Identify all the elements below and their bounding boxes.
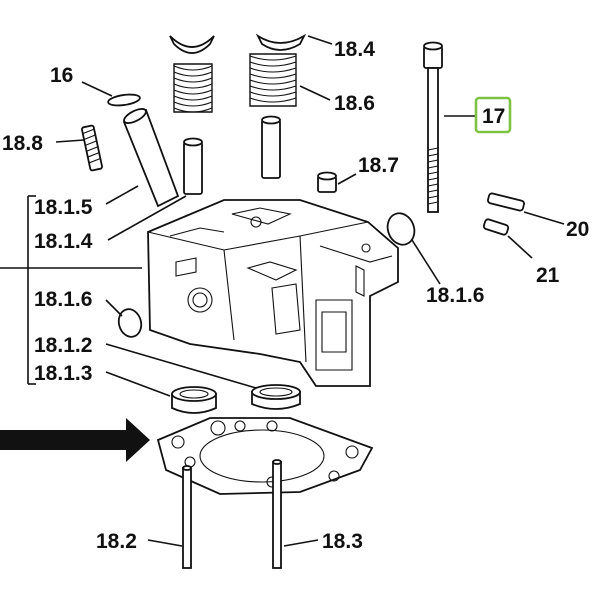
label-18-1-2: 18.1.2 (34, 334, 92, 357)
label-18-2: 18.2 (96, 530, 137, 553)
stud-21 (482, 218, 510, 236)
label-18-3: 18.3 (322, 530, 363, 553)
cylinder-head (147, 199, 399, 387)
stud-18-8 (81, 124, 103, 172)
label-20: 20 (566, 218, 589, 241)
part-labels: 16 18.8 18.1.5 18.1.4 18.1.6 18.1.2 18.1… (2, 38, 589, 553)
valve-seat-18-1-3 (171, 386, 217, 414)
pin-18-2 (182, 465, 192, 569)
sleeve-tube (122, 108, 180, 208)
valve-cap-left (169, 35, 215, 54)
highlight-box-17 (474, 96, 512, 134)
pin-18-3 (272, 459, 282, 569)
label-16: 16 (50, 64, 73, 87)
head-bolt-17 (423, 41, 443, 213)
valve-spring-left (173, 63, 213, 113)
o-ring-16 (107, 93, 141, 107)
label-17: 17 (482, 105, 505, 128)
valve-cap-right (255, 33, 307, 51)
label-18-1-3: 18.1.3 (34, 362, 92, 385)
label-18-1-5: 18.1.5 (34, 196, 93, 219)
label-18-1-6-left: 18.1.6 (34, 288, 92, 311)
label-18-6: 18.6 (334, 92, 375, 115)
o-ring-right (386, 212, 416, 246)
valve-seat-18-1-2 (251, 384, 301, 410)
valve-spring-right (249, 53, 297, 107)
label-18-1-4: 18.1.4 (34, 230, 93, 253)
cap-18-7 (317, 171, 337, 193)
valve-guide-left (183, 137, 203, 195)
label-18-4: 18.4 (334, 38, 375, 61)
label-21: 21 (536, 264, 560, 287)
leader-lines (55, 35, 565, 547)
stud-20 (487, 192, 525, 212)
label-18-7: 18.7 (358, 154, 399, 177)
label-18-8: 18.8 (2, 132, 43, 155)
group-bracket (0, 195, 142, 385)
direction-arrow (0, 418, 150, 462)
o-ring-left (117, 308, 143, 338)
valve-guide-right (261, 115, 281, 179)
label-18-1-6-right: 18.1.6 (426, 284, 484, 307)
